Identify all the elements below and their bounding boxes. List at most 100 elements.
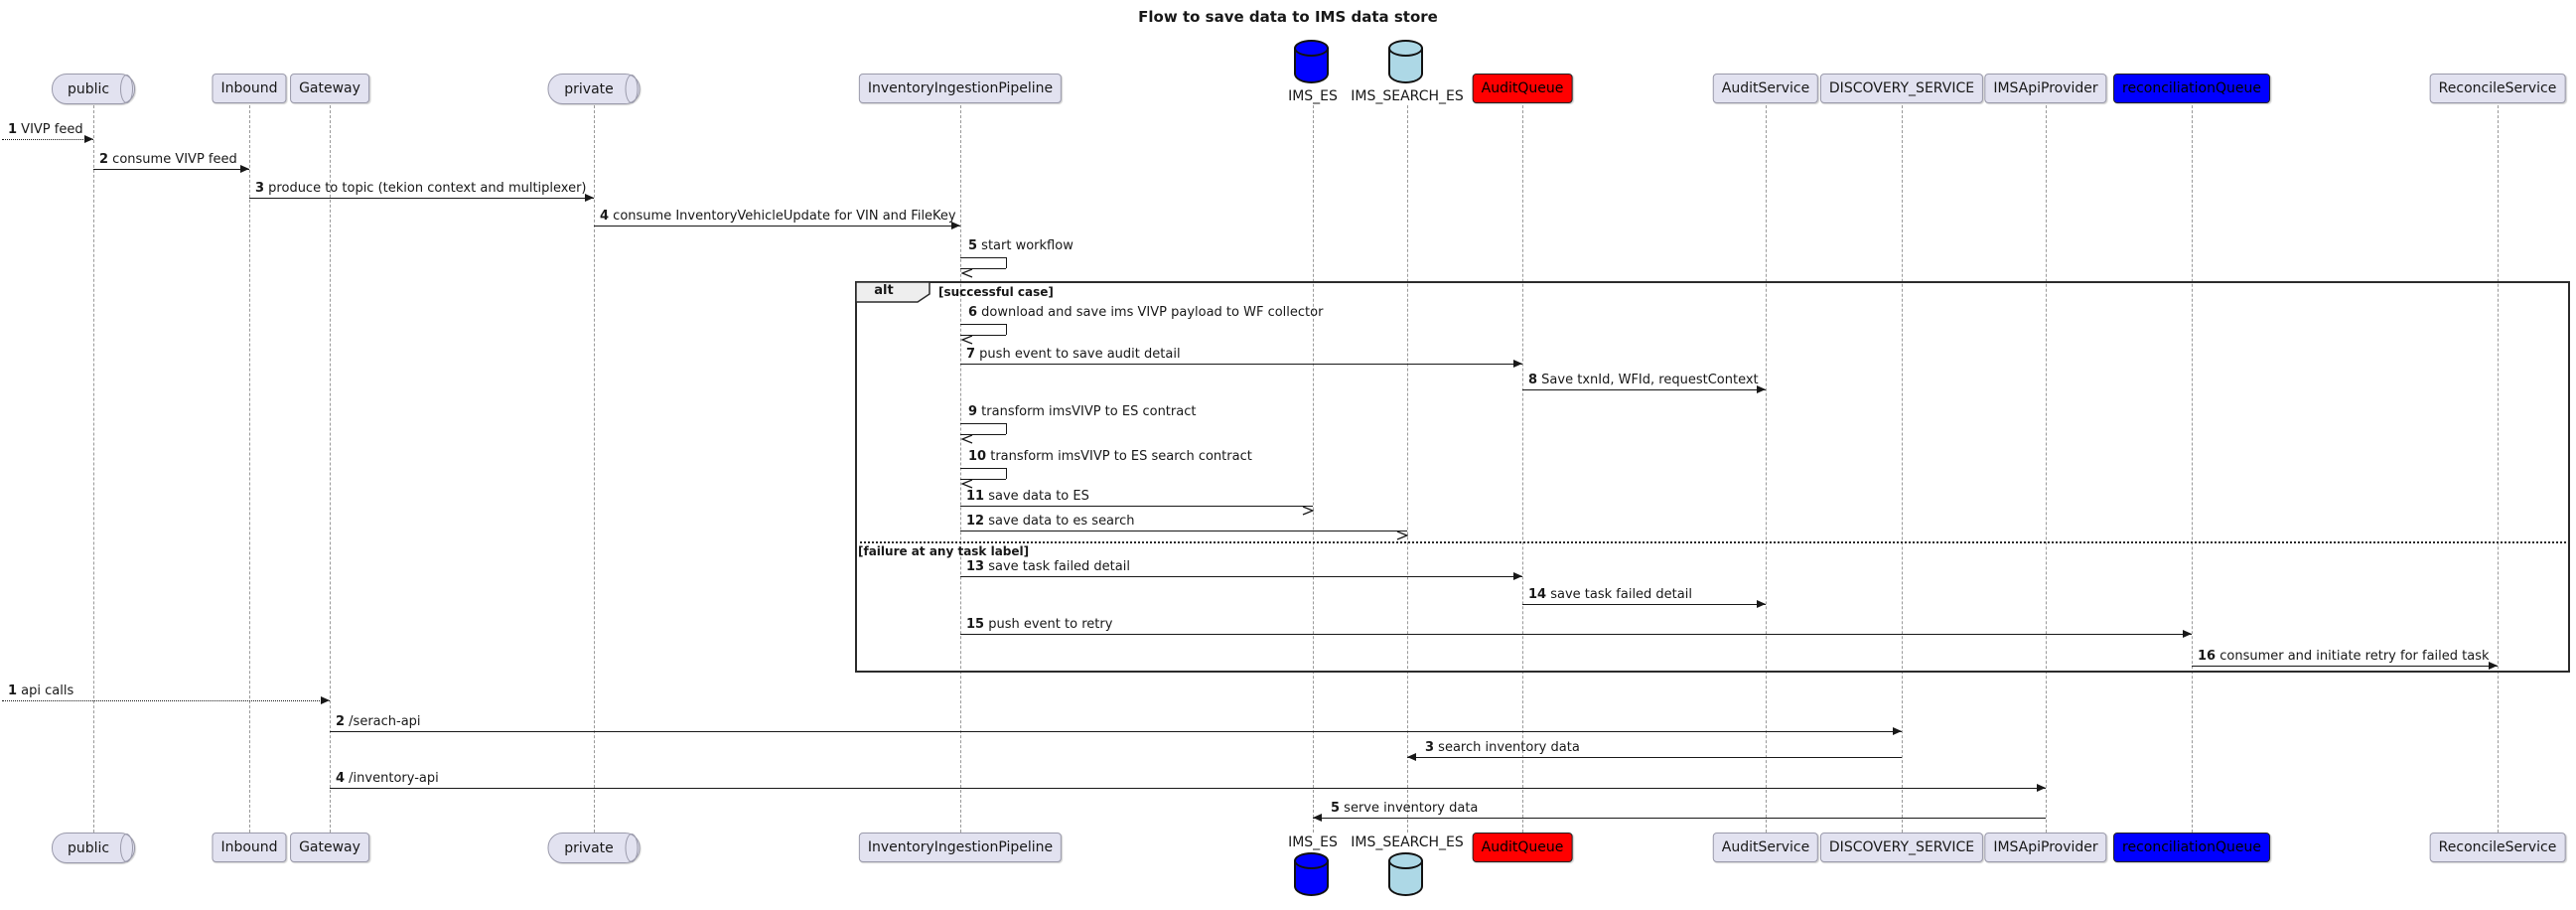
diagram-title: Flow to save data to IMS data store — [1138, 8, 1438, 26]
participant-ims-api-provider-bottom: IMSApiProvider — [1984, 833, 2107, 862]
message-15-label: 15 push event to retry — [966, 617, 1113, 632]
message-2-line — [93, 169, 249, 170]
alt-frame-divider — [855, 541, 2570, 543]
participant-public-top-ellipse — [120, 75, 133, 103]
lifeline-discovery-service — [1902, 105, 1903, 833]
message-19-arrowhead-icon — [1407, 753, 1416, 761]
participant-private-top: private — [547, 74, 641, 104]
message-16-arrowhead-icon — [2489, 662, 2498, 670]
participant-reconciliation-queue-top: reconciliationQueue — [2113, 74, 2270, 103]
message-20-label: 4 /inventory-api — [336, 771, 439, 786]
message-14-line — [1522, 604, 1766, 605]
participant-private-top-label: private — [564, 80, 614, 97]
message-8-line — [1522, 389, 1766, 390]
participant-public-top-label: public — [67, 80, 110, 97]
message-7-line — [960, 364, 1522, 365]
participant-public-bottom-ellipse — [120, 834, 133, 862]
lifeline-private — [594, 105, 595, 833]
participant-discovery-service-bottom: DISCOVERY_SERVICE — [1819, 833, 1984, 862]
message-16-label: 16 consumer and initiate retry for faile… — [2198, 649, 2490, 664]
message-18-line — [330, 731, 1902, 732]
participant-private-bottom-ellipse — [625, 834, 639, 862]
participant-inventory-ingestion-pipeline-bottom: InventoryIngestionPipeline — [858, 833, 1063, 862]
lifeline-reconcile-service — [2498, 105, 2499, 833]
alt-frame-operator-tab: alt — [855, 281, 930, 303]
message-8-arrowhead-icon — [1757, 385, 1766, 393]
participant-discovery-service-top: DISCOVERY_SERVICE — [1819, 74, 1984, 103]
message-2-label: 2 consume VIVP feed — [99, 152, 237, 167]
message-5-label: 5 start workflow — [968, 238, 1073, 253]
message-12-open-arrowhead-icon — [1396, 526, 1409, 544]
participant-inbound-bottom: Inbound — [212, 833, 287, 862]
lifeline-public — [93, 105, 94, 833]
message-5-open-arrowhead-icon — [960, 263, 973, 282]
participant-ims-search-es-top-cylinder-icon — [1388, 40, 1426, 85]
lifeline-ims-es — [1313, 105, 1314, 833]
message-21-arrowhead-icon — [1313, 814, 1322, 822]
message-16-line — [2192, 666, 2498, 667]
message-1-arrowhead-icon — [84, 135, 93, 143]
participant-reconcile-service-bottom: ReconcileService — [2429, 833, 2566, 862]
participant-ims-search-es-bottom-cylinder-icon — [1388, 852, 1426, 898]
message-1-line — [2, 139, 93, 140]
message-18-arrowhead-icon — [1893, 727, 1902, 735]
message-19-line — [1407, 757, 1902, 758]
participant-gateway-bottom: Gateway — [290, 833, 369, 862]
message-2-arrowhead-icon — [240, 165, 249, 173]
participant-reconcile-service-top: ReconcileService — [2429, 74, 2566, 103]
message-14-arrowhead-icon — [1757, 600, 1766, 608]
message-9-loop-right — [1006, 423, 1007, 434]
participant-public-bottom-label: public — [67, 839, 110, 856]
message-6-label: 6 download and save ims VIVP payload to … — [968, 305, 1324, 320]
message-1-label: 1 VIVP feed — [8, 122, 83, 137]
participant-gateway-top: Gateway — [290, 74, 369, 103]
participant-inventory-ingestion-pipeline-top: InventoryIngestionPipeline — [858, 74, 1063, 103]
lifeline-inventory-ingestion-pipeline — [960, 105, 961, 833]
message-11-open-arrowhead-icon — [1302, 501, 1315, 520]
message-17-line — [2, 700, 330, 701]
message-17-arrowhead-icon — [321, 696, 330, 704]
participant-ims-es-bottom-label: IMS_ES — [1288, 834, 1338, 850]
participant-ims-search-es-bottom-label: IMS_SEARCH_ES — [1351, 834, 1464, 850]
message-20-line — [330, 788, 2046, 789]
message-4-label: 4 consume InventoryVehicleUpdate for VIN… — [600, 209, 956, 224]
lifeline-gateway — [330, 105, 331, 833]
lifeline-inbound — [249, 105, 250, 833]
message-15-line — [960, 634, 2192, 635]
message-5-loop-top — [960, 257, 1006, 258]
message-4-line — [594, 226, 960, 227]
message-10-open-arrowhead-icon — [960, 474, 973, 493]
participant-ims-api-provider-top: IMSApiProvider — [1984, 74, 2107, 103]
participant-audit-service-bottom: AuditService — [1712, 833, 1819, 862]
message-10-loop-right — [1006, 468, 1007, 479]
message-7-label: 7 push event to save audit detail — [966, 347, 1181, 362]
message-3-arrowhead-icon — [585, 194, 594, 202]
lifeline-ims-search-es — [1407, 105, 1408, 833]
lifeline-audit-service — [1766, 105, 1767, 833]
participant-audit-service-top: AuditService — [1712, 74, 1819, 103]
message-21-label: 5 serve inventory data — [1331, 801, 1479, 816]
message-9-loop-bottom — [960, 434, 1006, 435]
participant-private-bottom-label: private — [564, 839, 614, 856]
participant-reconciliation-queue-bottom: reconciliationQueue — [2113, 833, 2270, 862]
message-13-label: 13 save task failed detail — [966, 559, 1130, 574]
alt-frame-condition-1: [failure at any task label] — [858, 544, 1030, 558]
message-3-label: 3 produce to topic (tekion context and m… — [255, 181, 587, 196]
participant-inbound-top: Inbound — [212, 74, 287, 103]
alt-frame-operator-label: alt — [874, 283, 894, 298]
message-18-label: 2 /serach-api — [336, 714, 421, 729]
message-3-line — [249, 198, 594, 199]
lifeline-reconciliation-queue — [2192, 105, 2193, 833]
message-7-arrowhead-icon — [1513, 360, 1522, 368]
alt-frame — [855, 281, 2570, 673]
message-21-line — [1313, 818, 2046, 819]
message-10-loop-top — [960, 468, 1006, 469]
message-4-arrowhead-icon — [951, 222, 960, 229]
message-6-loop-right — [1006, 324, 1007, 335]
participant-private-bottom: private — [547, 833, 641, 863]
message-6-loop-bottom — [960, 335, 1006, 336]
message-8-label: 8 Save txnId, WFId, requestContext — [1528, 373, 1759, 387]
message-13-arrowhead-icon — [1513, 572, 1522, 580]
lifeline-ims-api-provider — [2046, 105, 2047, 833]
